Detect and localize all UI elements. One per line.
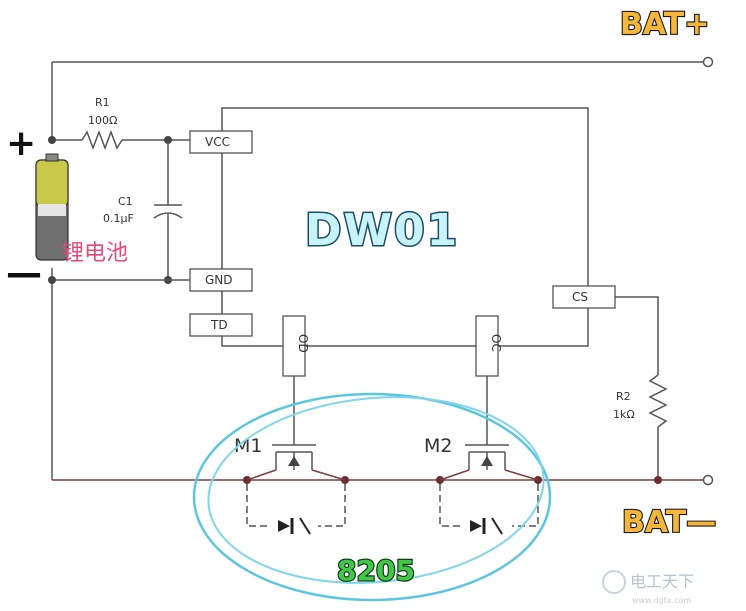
mosfet-m1 xyxy=(246,444,346,535)
pin-gnd: GND xyxy=(189,268,253,292)
pin-cs: CS xyxy=(552,285,616,309)
pin-cs-label: CS xyxy=(572,290,588,304)
pin-vcc-label: VCC xyxy=(205,135,230,149)
battery-minus-sign: — xyxy=(6,253,42,294)
mosfet-m2 xyxy=(439,444,539,535)
bat-minus-label: BAT— xyxy=(622,505,716,540)
watermark-logo-icon xyxy=(602,570,626,594)
battery-cell xyxy=(35,153,69,261)
c1-name: C1 xyxy=(118,195,133,208)
pin-gnd-label: GND xyxy=(205,273,233,287)
bat-minus-terminal xyxy=(702,474,714,486)
pin-od: OD xyxy=(282,315,310,377)
watermark: 电工天下 www.dgtx.com xyxy=(602,570,694,605)
battery-label: 锂电池 xyxy=(62,241,128,266)
pin-oc-label: OC xyxy=(489,334,503,352)
m2-label: M2 xyxy=(424,435,452,457)
watermark-sub: www.dgtx.com xyxy=(632,596,691,605)
dw01-chip-body xyxy=(221,107,589,347)
pin-td-label: TD xyxy=(210,318,228,332)
r2-value: 1kΩ xyxy=(613,408,635,421)
c1-value: 0.1μF xyxy=(103,212,134,225)
battery-plus-sign: + xyxy=(6,123,36,164)
pin-od-label: OD xyxy=(296,334,310,353)
pin-oc: OC xyxy=(475,315,503,377)
r1-value: 100Ω xyxy=(88,114,117,127)
watermark-text: 电工天下 xyxy=(630,572,694,591)
r1-name: R1 xyxy=(95,96,110,109)
r1-wiring xyxy=(48,129,190,151)
bat-plus-rail xyxy=(51,56,714,140)
part-number: 8205 xyxy=(337,554,415,587)
chip-name: DW01 xyxy=(305,205,459,256)
r2-name: R2 xyxy=(616,390,631,403)
pin-td: TD xyxy=(189,313,253,337)
bat-plus-label: BAT+ xyxy=(620,7,709,42)
c1-capacitor xyxy=(153,140,183,284)
bat-minus-rail xyxy=(52,474,714,486)
r2-resistor xyxy=(615,296,668,480)
gnd-wiring xyxy=(48,268,190,480)
m1-label: M1 xyxy=(234,435,262,457)
pin-vcc: VCC xyxy=(189,130,253,154)
mosfet-highlight xyxy=(192,392,552,602)
bat-plus-terminal xyxy=(702,56,714,68)
